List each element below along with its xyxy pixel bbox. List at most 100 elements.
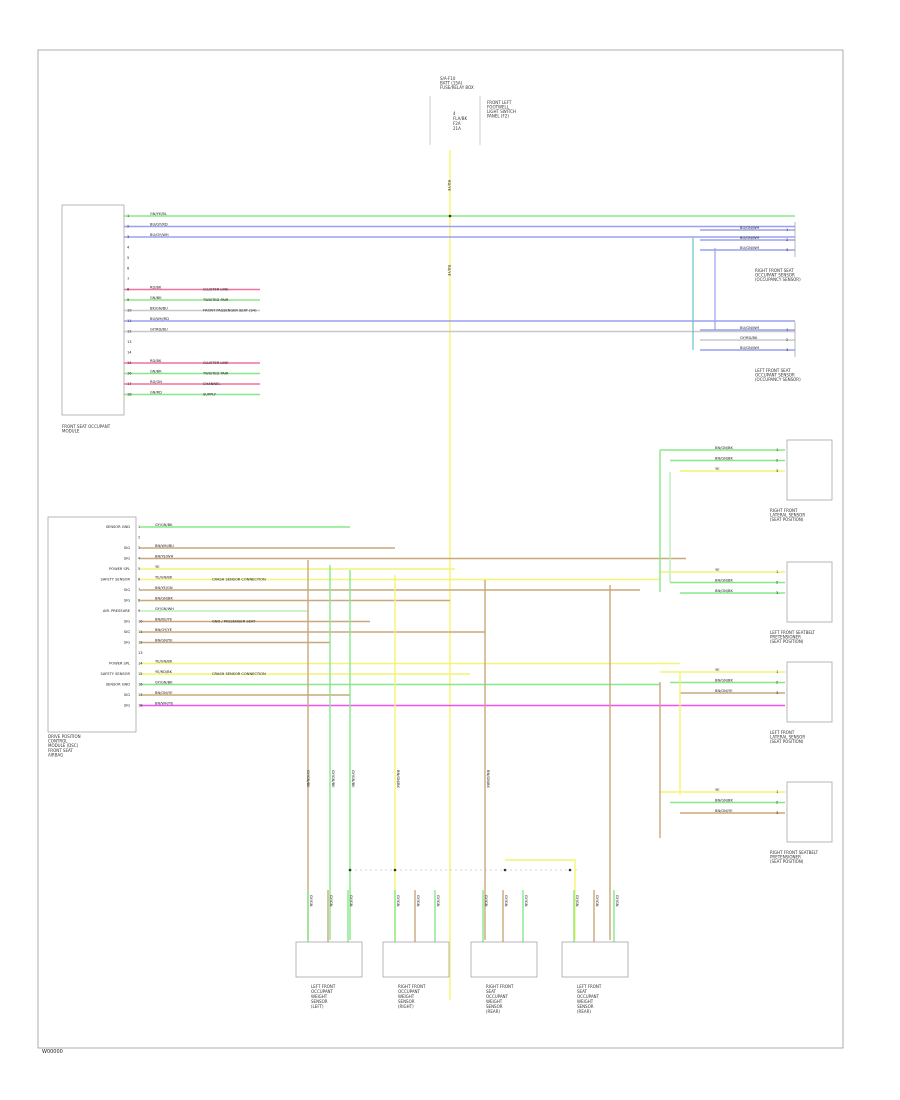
pin-number: 12 bbox=[138, 641, 143, 645]
pin-name: SIG bbox=[124, 620, 130, 624]
right-front-occupant-sensor-label: (OCCUPANCY SENSOR) bbox=[755, 277, 801, 282]
pin-name: SIG bbox=[124, 599, 130, 603]
wire-label: GN/YE/BL bbox=[150, 212, 167, 216]
wire-label: YE bbox=[715, 467, 720, 471]
wire-label: GY/GN bbox=[615, 895, 619, 907]
occupant-module-box bbox=[61, 204, 125, 416]
right-front-occupant-weight-sensor-box bbox=[382, 941, 450, 978]
footer-code: W00000 bbox=[42, 1049, 63, 1055]
wire-label: GY/GN/BK bbox=[155, 680, 173, 684]
wire-label: GY/RD/BU bbox=[150, 327, 168, 331]
right-front-seat-occupant-weight-sensor-label: WEIGHT bbox=[486, 999, 503, 1004]
drop-wire bbox=[505, 859, 576, 940]
pin-name: SIG bbox=[124, 693, 130, 697]
occupant-module-label: MODULE bbox=[62, 429, 80, 434]
wire-label: BN/GN/BK bbox=[155, 596, 174, 600]
wire-label: RD/BK bbox=[150, 359, 162, 363]
left-front-occupant-weight-sensor-label: (LEFT) bbox=[311, 1004, 324, 1009]
wire-label: GY/GN bbox=[504, 895, 508, 907]
wire-label: RD/YE bbox=[447, 180, 451, 192]
right-front-lateral-sensor-box bbox=[786, 439, 833, 501]
switch-panel-label: PANEL (F2) bbox=[487, 114, 509, 119]
pin-number: 3 bbox=[776, 811, 778, 815]
right-front-seat-occupant-weight-sensor-label: OCCUPANT bbox=[486, 994, 509, 999]
right-front-seat-occupant-weight-sensor-label: SENSOR bbox=[486, 1004, 503, 1009]
pin-number: 13 bbox=[127, 340, 132, 344]
switch-panel-label: LIGHT SWITCH bbox=[487, 109, 516, 114]
pin-number: 1 bbox=[786, 328, 788, 332]
pin-number: 3 bbox=[786, 348, 788, 352]
left-front-occupant-weight-sensor-label: SENSOR bbox=[311, 999, 328, 1004]
wire-label: RD/BK bbox=[150, 285, 162, 289]
pin-number: 12 bbox=[127, 330, 132, 334]
switch-panel-label: FRONT LEFT bbox=[487, 100, 512, 105]
position-module-label: MODULE (DSC) bbox=[48, 743, 79, 748]
pin-number: 2 bbox=[776, 459, 778, 463]
right-front-seat-occupant-weight-sensor-label: RIGHT FRONT bbox=[486, 984, 514, 989]
left-front-seat-occupant-weight-sensor-label: LEFT FRONT bbox=[577, 984, 602, 989]
wire-label: BU/GN/WH bbox=[740, 346, 760, 350]
left-front-occupant-weight-sensor-label: OCCUPANT bbox=[311, 989, 334, 994]
pin-number: 5 bbox=[138, 567, 140, 571]
pin-name: POWER SPL bbox=[109, 662, 130, 666]
left-front-lateral-sensor-label: (SEAT POSITION) bbox=[770, 739, 804, 744]
pin-number: 8 bbox=[138, 599, 141, 603]
left-front-occupant-sensor-label: LEFT FRONT SEAT bbox=[755, 368, 791, 373]
wire-label: BN/YE/WH bbox=[155, 554, 174, 558]
pin-number: 3 bbox=[776, 591, 778, 595]
wire-label: GY/GN/BK bbox=[331, 770, 335, 788]
pin-name: SIG bbox=[124, 641, 130, 645]
component-layer bbox=[47, 96, 833, 978]
fuse-box-label: BATT (15A) bbox=[440, 81, 463, 86]
wire-label: GN/RD bbox=[150, 390, 162, 394]
wire-label: RD/GN bbox=[150, 380, 162, 384]
wire-note: CRASH SENSOR CONNECTION bbox=[212, 672, 266, 676]
wire-note: TWISTED PAIR bbox=[202, 298, 229, 302]
left-front-seatbelt-pretensioner-box bbox=[786, 561, 833, 623]
pin-number: 1 bbox=[776, 670, 778, 674]
left-front-seatbelt-pretensioner-label: LEFT FRONT SEATBELT bbox=[770, 630, 816, 635]
left-front-seat-occupant-weight-sensor-label: WEIGHT bbox=[577, 999, 594, 1004]
pin-name: SIG bbox=[124, 546, 130, 550]
pin-number: 16 bbox=[138, 683, 143, 687]
wire-label: GY/GN bbox=[396, 895, 400, 907]
pin-number: 9 bbox=[127, 298, 130, 302]
wire-label: BU/GN/WH bbox=[740, 226, 760, 230]
pin-number: 2 bbox=[776, 681, 778, 685]
right-front-occupant-weight-sensor-label: SENSOR bbox=[398, 999, 415, 1004]
left-front-seat-occupant-weight-sensor-label: SENSOR bbox=[577, 1004, 594, 1009]
wire-label: YE/GN/BK bbox=[155, 659, 173, 663]
pin-number: 1 bbox=[776, 570, 778, 574]
wire-label: BN/GN/BK bbox=[715, 446, 734, 450]
pin-number: 10 bbox=[127, 309, 132, 313]
left-front-lateral-sensor-box bbox=[786, 661, 833, 723]
pin-number: 2 bbox=[776, 801, 778, 805]
pin-name: SAFETY SENSOR bbox=[100, 578, 130, 582]
left-front-seatbelt-pretensioner-label: PRETENSIONER bbox=[770, 635, 801, 640]
position-module-label: AIRBAG bbox=[48, 753, 63, 758]
pin-number: 16 bbox=[127, 372, 132, 376]
pin-number: 10 bbox=[138, 620, 143, 624]
splice-dot bbox=[568, 868, 572, 872]
pin-number: 4 bbox=[138, 557, 141, 561]
wire-label: GY/GN/BK bbox=[155, 523, 173, 527]
left-front-occupant-weight-sensor-label: WEIGHT bbox=[311, 994, 328, 999]
left-front-lateral-sensor-label: LEFT FRONT bbox=[770, 730, 795, 735]
wire-label: BU/WH/RD bbox=[150, 317, 169, 321]
left-front-occupant-weight-sensor-box bbox=[295, 941, 363, 978]
fuse-box-label: FUSE/RELAY BOX bbox=[440, 85, 474, 90]
wire-label: GN/BK bbox=[150, 369, 162, 373]
pin-number: 1 bbox=[138, 525, 140, 529]
diagram-frame bbox=[37, 49, 844, 1049]
wire-layer bbox=[124, 150, 795, 1000]
wire-note: CLUSTER LINE bbox=[203, 288, 229, 292]
pin-number: 2 bbox=[786, 338, 788, 342]
wire-note: TWISTED PAIR bbox=[202, 372, 229, 376]
wire-label: BN/WH/BU bbox=[155, 544, 174, 548]
wire-label: YE/GN/BK bbox=[155, 575, 173, 579]
pin-name: SIG bbox=[124, 557, 130, 561]
fuse-pin-label: F2A bbox=[453, 121, 461, 126]
right-front-seat-occupant-weight-sensor-label: (REAR) bbox=[486, 1009, 500, 1014]
wire-label: GY/GN bbox=[416, 895, 420, 907]
pin-name: SENSOR GND bbox=[106, 683, 130, 687]
